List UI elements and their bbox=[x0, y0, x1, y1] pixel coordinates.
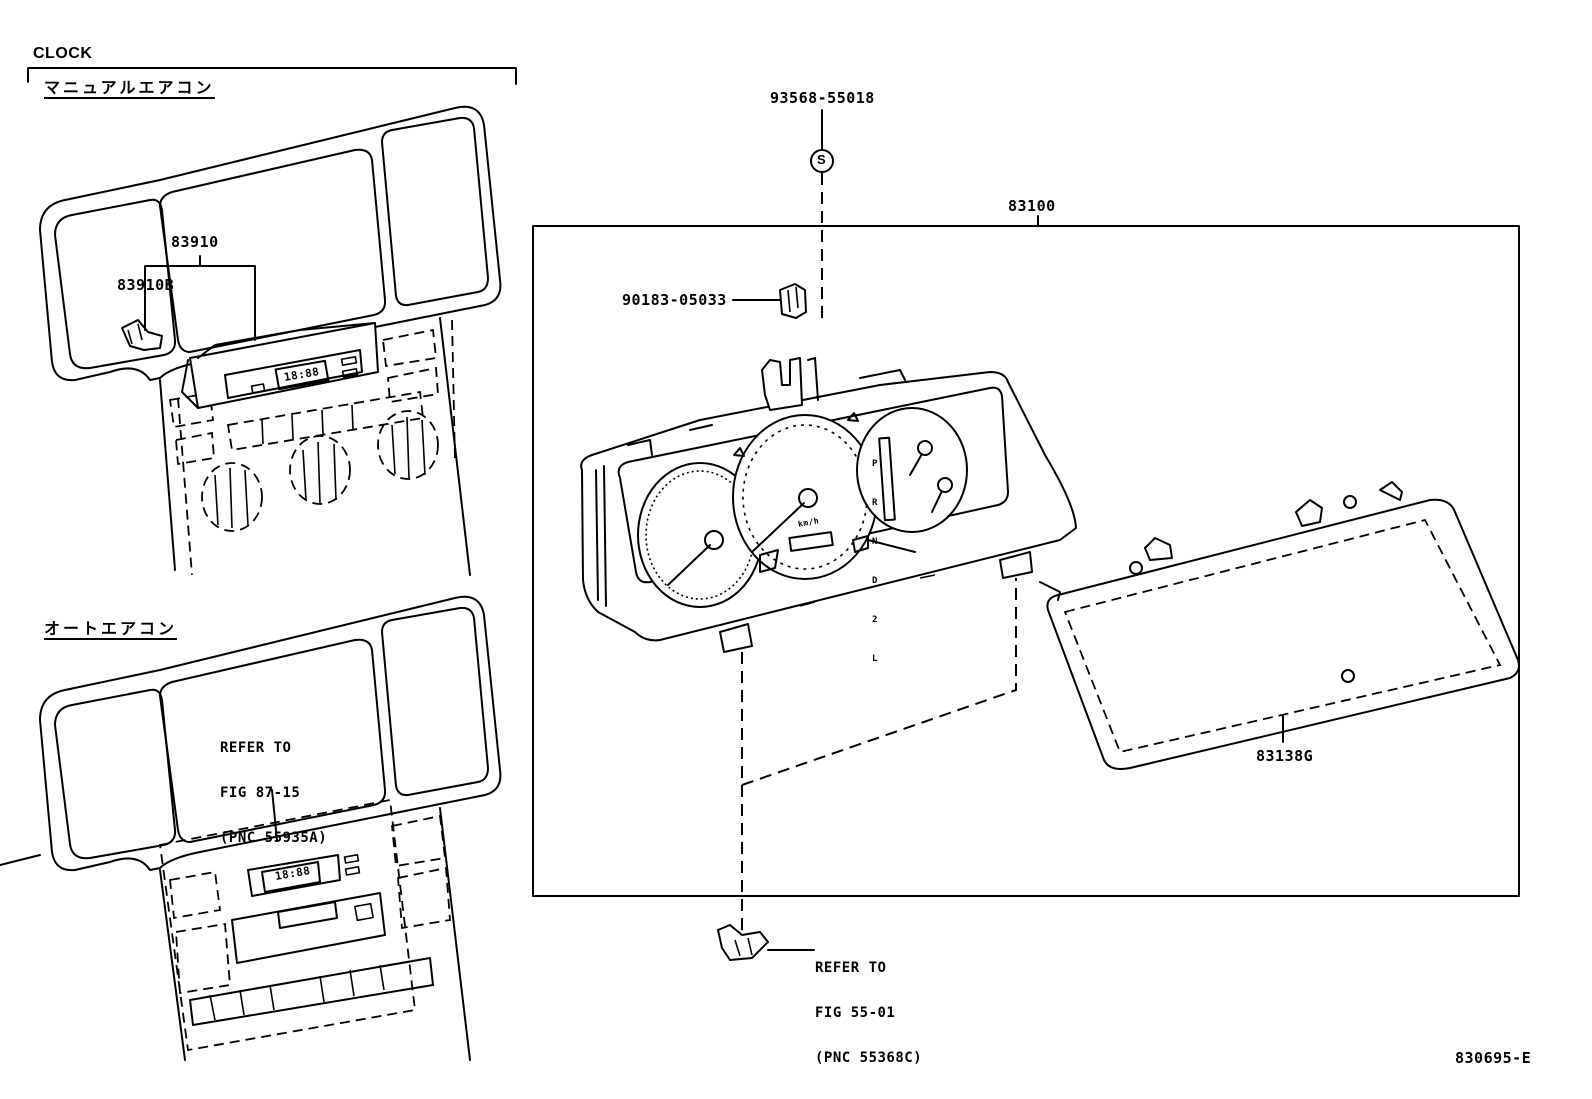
meter-bracket bbox=[717, 924, 815, 961]
clip-part bbox=[732, 283, 807, 319]
reference-note-fig-55-01: REFER TO FIG 55-01 (PNC 55368C) bbox=[815, 931, 922, 1081]
meter-glass bbox=[1039, 481, 1520, 770]
bolt-symbol-s: S bbox=[817, 152, 827, 167]
variant-label-manual-ac: マニュアルエアコン bbox=[44, 78, 215, 99]
manual-ac-dash-panel bbox=[39, 105, 502, 576]
callout-93568-55018: 93568-55018 bbox=[770, 89, 875, 107]
gear-d: D bbox=[872, 576, 878, 586]
variant-label-auto-ac: オートエアコン bbox=[44, 619, 178, 640]
section-title: CLOCK bbox=[33, 45, 93, 62]
callout-83910b: 83910B bbox=[117, 276, 175, 294]
reference-note-fig-87-15: REFER TO FIG 87-15 (PNC 55935A) bbox=[220, 711, 327, 861]
reference-line: REFER TO bbox=[815, 960, 887, 976]
bulb-socket-icon bbox=[121, 319, 163, 351]
reference-line: (PNC 55368C) bbox=[815, 1050, 923, 1066]
gear-p: P bbox=[872, 459, 878, 469]
clock-unit-manual bbox=[181, 322, 379, 409]
callout-83100: 83100 bbox=[1008, 197, 1056, 215]
gear-n: N bbox=[872, 537, 878, 547]
callout-83910: 83910 bbox=[171, 233, 219, 251]
combination-meter bbox=[580, 357, 1077, 653]
reference-line: FIG 87-15 bbox=[220, 785, 301, 801]
reference-line: FIG 55-01 bbox=[815, 1005, 896, 1021]
figure-id: 830695-E bbox=[1455, 1049, 1532, 1067]
gear-l: L bbox=[872, 654, 878, 664]
assembly-box-83100 bbox=[532, 215, 1520, 897]
gear-indicator: P R N D 2 L bbox=[872, 432, 884, 679]
callout-83138g: 83138G bbox=[1256, 747, 1314, 765]
gear-2: 2 bbox=[872, 615, 878, 625]
bolt-callout bbox=[810, 109, 834, 318]
assembly-guides bbox=[741, 578, 1017, 930]
reference-line: REFER TO bbox=[220, 740, 292, 756]
reference-line: (PNC 55935A) bbox=[220, 830, 328, 846]
auto-ac-dash-panel bbox=[0, 595, 502, 1061]
section-bracket bbox=[27, 67, 517, 85]
leader-83910 bbox=[144, 255, 256, 341]
gear-r: R bbox=[872, 498, 878, 508]
callout-90183-05033: 90183-05033 bbox=[622, 291, 727, 309]
